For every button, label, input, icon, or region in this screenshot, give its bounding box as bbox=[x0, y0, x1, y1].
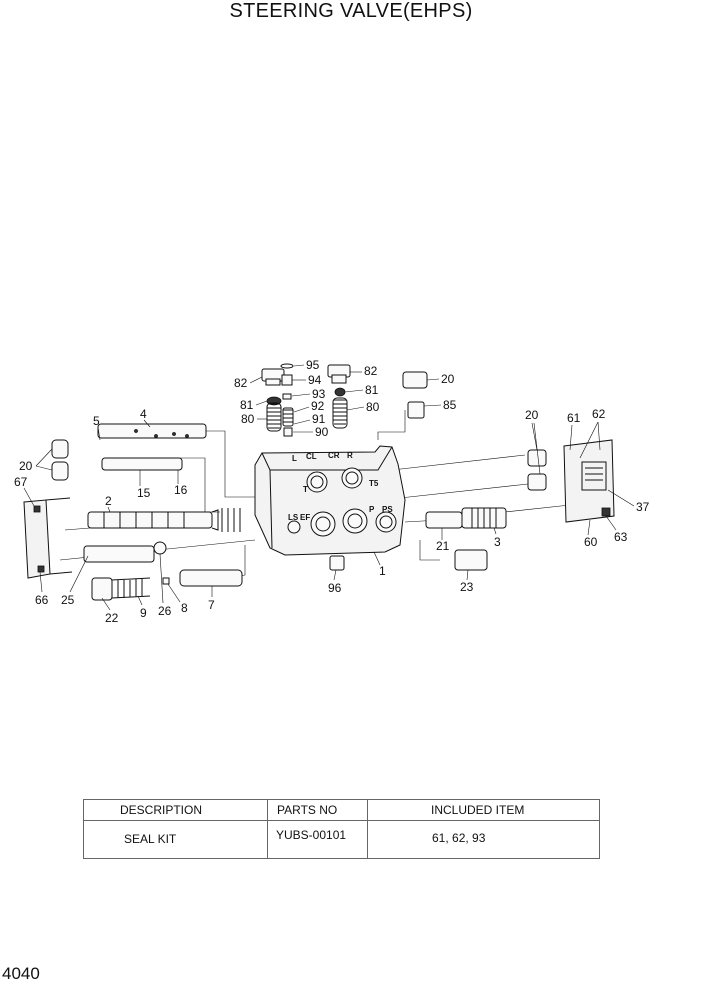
port-label-t: T bbox=[303, 485, 308, 494]
callout-15: 15 bbox=[137, 486, 151, 500]
callout-26: 26 bbox=[158, 604, 172, 618]
table-divider bbox=[267, 800, 268, 858]
port-label-ef: EF bbox=[300, 513, 310, 522]
callout-66: 66 bbox=[35, 593, 49, 607]
callout-4: 4 bbox=[140, 407, 147, 421]
plug-96 bbox=[329, 555, 345, 571]
end-cover-60 bbox=[527, 439, 615, 523]
callout-91: 91 bbox=[312, 412, 326, 426]
callout-25: 25 bbox=[61, 593, 75, 607]
callout-labels: 95 82 94 93 81 92 80 91 90 82 81 80 20 8… bbox=[14, 358, 650, 625]
left-plug-stack bbox=[261, 368, 285, 432]
callout-2: 2 bbox=[105, 494, 112, 508]
page-number: 4040 bbox=[2, 964, 40, 983]
callout-81a: 81 bbox=[240, 398, 254, 412]
callout-80a: 80 bbox=[241, 412, 255, 426]
port-label-ls: LS bbox=[288, 513, 299, 522]
spool-2-assembly bbox=[83, 508, 243, 601]
port-label-cl: CL bbox=[306, 452, 317, 461]
end-cover-66 bbox=[23, 497, 73, 579]
page-title: STEERING VALVE(EHPS) bbox=[229, 0, 473, 22]
callout-67: 67 bbox=[14, 475, 28, 489]
callout-60: 60 bbox=[584, 535, 598, 549]
callout-82b: 82 bbox=[364, 364, 378, 378]
plug-20-85 bbox=[402, 371, 428, 419]
callout-62: 62 bbox=[592, 407, 606, 421]
callout-61: 61 bbox=[567, 411, 581, 425]
table-header-description: DESCRIPTION bbox=[120, 803, 203, 817]
table-cell-description: SEAL KIT bbox=[124, 832, 177, 846]
valve-body-1: L CL CR R T T5 LS EF P PS bbox=[254, 445, 406, 556]
seal-kit-table: DESCRIPTION PARTS NO INCLUDED ITEM SEAL … bbox=[83, 799, 600, 859]
callout-96: 96 bbox=[328, 581, 342, 595]
table-row: SEAL KIT YUBS-00101 61, 62, 93 bbox=[84, 820, 599, 860]
callout-63: 63 bbox=[614, 530, 628, 544]
callout-95: 95 bbox=[306, 358, 320, 372]
callout-93: 93 bbox=[312, 387, 326, 401]
callout-16: 16 bbox=[174, 483, 188, 497]
callout-92: 92 bbox=[311, 399, 325, 413]
callout-20c: 20 bbox=[525, 408, 539, 422]
table-header-row: DESCRIPTION PARTS NO INCLUDED ITEM bbox=[84, 800, 599, 821]
port-label-ps: PS bbox=[382, 505, 393, 514]
callout-20a: 20 bbox=[441, 372, 455, 386]
callout-81b: 81 bbox=[365, 383, 379, 397]
table-header-parts-no: PARTS NO bbox=[277, 803, 338, 817]
callout-85: 85 bbox=[443, 398, 457, 412]
callout-80b: 80 bbox=[366, 400, 380, 414]
spool-3-assembly bbox=[425, 507, 507, 571]
callout-20b: 20 bbox=[19, 459, 33, 473]
callout-7: 7 bbox=[208, 598, 215, 612]
callout-94: 94 bbox=[308, 373, 322, 387]
table-divider bbox=[367, 800, 368, 858]
port-label-l: L bbox=[292, 454, 297, 463]
callout-1: 1 bbox=[379, 564, 386, 578]
port-label-t5: T5 bbox=[369, 479, 379, 488]
port-label-r: R bbox=[347, 451, 353, 460]
callout-9: 9 bbox=[140, 606, 147, 620]
spool-4-assembly bbox=[51, 423, 207, 481]
callout-82a: 82 bbox=[234, 376, 248, 390]
port-label-p: P bbox=[369, 505, 375, 514]
callout-90: 90 bbox=[315, 425, 329, 439]
port-label-cr: CR bbox=[328, 451, 340, 460]
callout-21: 21 bbox=[436, 539, 450, 553]
center-plug-stack bbox=[280, 363, 294, 437]
callout-37: 37 bbox=[636, 500, 650, 514]
callout-23: 23 bbox=[460, 580, 474, 594]
table-cell-included-item: 61, 62, 93 bbox=[432, 831, 486, 845]
callout-22: 22 bbox=[105, 611, 119, 625]
callout-5: 5 bbox=[93, 414, 100, 428]
table-header-included-item: INCLUDED ITEM bbox=[431, 803, 525, 817]
callout-3: 3 bbox=[494, 535, 501, 549]
callout-8: 8 bbox=[181, 601, 188, 615]
table-cell-parts-no: YUBS-00101 bbox=[276, 828, 347, 842]
right-plug-stack bbox=[327, 364, 351, 429]
